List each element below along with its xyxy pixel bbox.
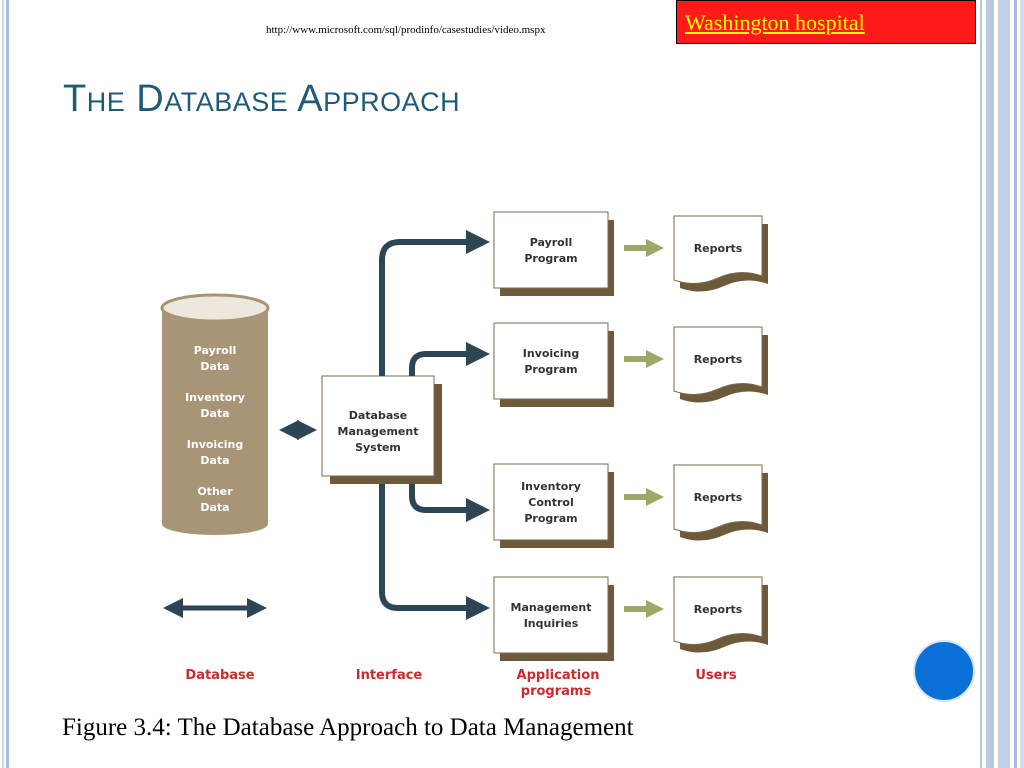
program-label: Invoicing [523, 347, 579, 360]
program-label: Management [511, 601, 592, 614]
report-label: Reports [694, 491, 743, 504]
report-document: Reports [673, 576, 768, 653]
interface-connectors [379, 230, 490, 620]
program-label: Program [524, 252, 577, 265]
database-item-text: Data [200, 360, 229, 373]
dbms-label: Database [349, 409, 408, 422]
figure-caption: Figure 3.4: The Database Approach to Dat… [62, 714, 634, 741]
database-item-text: Payroll [194, 344, 237, 357]
database-item-text: Data [200, 501, 229, 514]
database-item-text: Data [200, 454, 229, 467]
green-arrow [624, 239, 664, 257]
dbms-label: System [355, 441, 401, 454]
green-arrow [624, 600, 664, 618]
database-item-text: Data [200, 407, 229, 420]
green-arrow [624, 488, 664, 506]
program-label: Program [524, 512, 577, 525]
program-label: Payroll [530, 236, 573, 249]
washington-hospital-link[interactable]: Washington hospital [676, 0, 976, 44]
source-url: http://www.microsoft.com/sql/prodinfo/ca… [266, 24, 546, 36]
page-title: The Database Approach [63, 78, 461, 120]
program-label: Program [524, 363, 577, 376]
report-document: Reports [673, 326, 768, 403]
report-label: Reports [694, 242, 743, 255]
report-label: Reports [694, 353, 743, 366]
right-frame-border [976, 0, 1024, 768]
blue-circle-marker [913, 640, 975, 702]
label-database: Database [185, 668, 254, 683]
program-label: Inquiries [524, 617, 579, 630]
database-cylinder: PayrollDataInventoryDataInvoicingDataOth… [160, 293, 270, 535]
application-program-boxes: PayrollProgramInvoicingProgramInventoryC… [493, 211, 614, 661]
label-programs: programs [521, 684, 592, 699]
left-frame-border [0, 0, 9, 768]
program-label: Inventory [521, 480, 581, 493]
program-to-report-arrows [624, 239, 664, 618]
label-application: Application [517, 668, 600, 683]
report-label: Reports [694, 603, 743, 616]
label-interface: Interface [356, 668, 423, 683]
database-item-text: Other [197, 485, 233, 498]
report-document: Reports [673, 215, 768, 292]
green-arrow [624, 350, 664, 368]
label-users: Users [695, 668, 737, 683]
database-item-text: Inventory [185, 391, 245, 404]
program-label: Control [528, 496, 573, 509]
database-item-text: Invoicing [187, 438, 243, 451]
report-document: Reports [673, 464, 768, 541]
dbms-label: Management [338, 425, 419, 438]
